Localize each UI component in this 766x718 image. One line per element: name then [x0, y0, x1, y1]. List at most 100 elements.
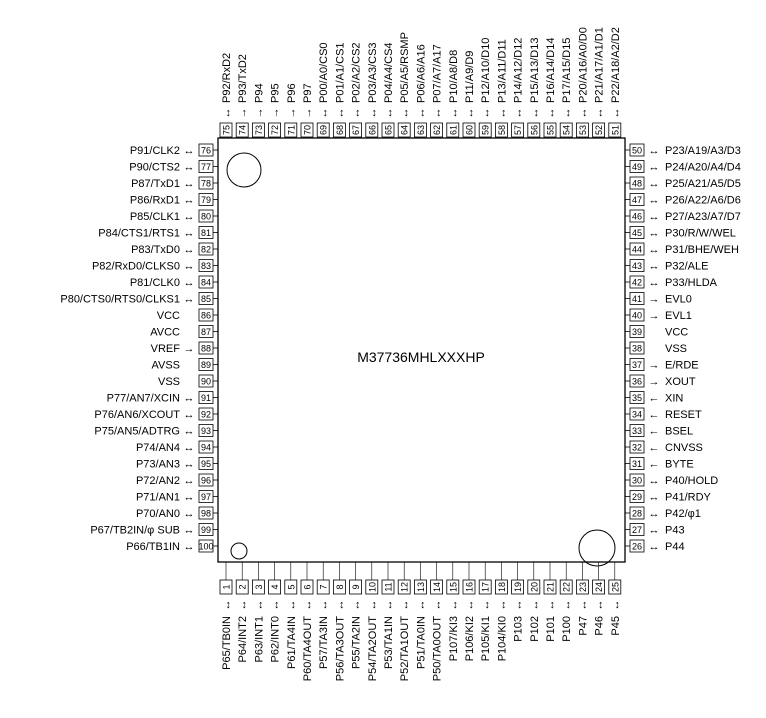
pin1-index-mark-lower-right	[578, 529, 616, 567]
left-pin-99	[198, 523, 218, 536]
pin-number: 83	[201, 261, 211, 271]
pin-number: 59	[481, 125, 491, 135]
top-pin-58	[494, 122, 508, 138]
pin-arrow: ↔	[184, 442, 195, 454]
top-pin-71	[284, 122, 298, 138]
pin-arrow: ↔	[383, 108, 395, 119]
pin-number: 87	[201, 327, 211, 337]
pin-arrow: ↔	[318, 600, 330, 611]
pin-label: P51/TA0IN	[415, 616, 427, 669]
pin-number: 92	[201, 410, 211, 420]
pin-label: P64/INT2	[237, 616, 249, 662]
pin-number: 13	[416, 582, 426, 592]
left-pin-81	[198, 226, 218, 239]
pin-arrow: ↔	[383, 600, 395, 611]
right-pin-47	[625, 193, 645, 206]
pin-arrow: ↔	[334, 108, 346, 119]
pin-box	[251, 122, 265, 138]
top-pin-57	[511, 122, 525, 138]
pin-box	[629, 226, 645, 239]
left-pin-100	[198, 539, 218, 553]
pin-number: 74	[238, 125, 248, 135]
pin-arrow: ↔	[545, 600, 557, 611]
top-pin-68	[332, 122, 346, 138]
top-pin-66	[365, 122, 379, 138]
bottom-pin-14	[430, 562, 444, 595]
pin-label: P71/AN1	[136, 492, 180, 504]
pin-arrow: ↔	[496, 600, 508, 611]
pin-label: P27/A23/A7/D7	[665, 211, 741, 223]
pin-label: P106/KI2	[464, 616, 476, 661]
pin-label: P85/CLK1	[130, 211, 180, 223]
top-pin-60	[462, 122, 476, 138]
pin-label: P91/CLK2	[130, 145, 180, 157]
right-pin-50	[625, 143, 645, 157]
pin-arrow: ↔	[253, 600, 265, 611]
pin-label: CNVSS	[665, 442, 703, 454]
pin-number: 17	[481, 582, 491, 592]
pin-arrow: ↔	[529, 600, 541, 611]
bottom-pin-11	[381, 562, 395, 595]
pin-box	[629, 275, 645, 289]
pin-number: 21	[546, 582, 556, 592]
pin-label: EVL0	[665, 294, 692, 306]
pin-arrow: ↔	[448, 600, 460, 611]
pin-label: P30/R/W/WEL	[665, 228, 736, 240]
pin-arrow: ←	[649, 409, 660, 421]
right-pin-40	[625, 308, 645, 322]
pin-number: 76	[201, 146, 211, 156]
pin-label: P50/TA0OUT	[432, 616, 444, 681]
pin-box	[592, 122, 605, 138]
left-pin-79	[198, 193, 218, 206]
pin-box	[316, 122, 330, 138]
pin-label: P95	[270, 83, 282, 103]
pin-label: P61/TA4IN	[286, 616, 298, 669]
pin1-index-mark-small	[230, 542, 248, 560]
pin-number: 5	[286, 584, 296, 589]
top-pin-61	[446, 122, 460, 138]
pin-arrow: ↔	[649, 475, 660, 487]
bottom-pin-1	[219, 562, 233, 595]
pin-number: 1	[222, 584, 232, 589]
right-pin-32	[625, 440, 645, 454]
pin-arrow: →	[649, 294, 660, 306]
pin-label: P25/A21/A5/D5	[665, 178, 741, 190]
left-pin-96	[198, 473, 218, 487]
pin-arrow: ↔	[649, 162, 660, 174]
pin-label: P83/TxD0	[131, 244, 180, 256]
chip-body	[217, 137, 626, 563]
pin-label: P76/AN6/XCOUT	[94, 409, 180, 421]
pin-arrow: ←	[649, 442, 660, 454]
pin-arrow: ↔	[184, 211, 195, 223]
pin-number: 41	[632, 294, 642, 304]
pin-arrow: ↔	[480, 108, 492, 119]
pin-arrow: ↔	[594, 108, 606, 119]
pin-box	[462, 122, 476, 138]
pin-label: P45	[610, 616, 622, 636]
pin-label: P74/AN4	[136, 442, 180, 454]
pin-number: 7	[319, 584, 329, 589]
pin-label: P21/A17/A1/D1	[594, 27, 606, 103]
left-pin-82	[198, 242, 218, 256]
bottom-pin-19	[511, 562, 525, 595]
pin-label: P67/TB2IN/φ SUB	[90, 525, 180, 537]
pin-box	[413, 122, 427, 138]
pin-arrow: ↔	[561, 600, 573, 611]
pin-number: 53	[578, 125, 588, 135]
right-pin-44	[625, 242, 645, 256]
pin-number: 91	[201, 393, 211, 403]
pin-number: 33	[632, 426, 642, 436]
pin-label: EVL1	[665, 310, 692, 322]
left-pin-84	[198, 275, 218, 289]
pin-label: P102	[529, 616, 541, 642]
pin-number: 65	[384, 125, 394, 135]
pin-number: 11	[384, 582, 394, 591]
right-pin-37	[625, 358, 645, 371]
right-pin-49	[625, 160, 645, 173]
pin-number: 25	[610, 582, 620, 592]
pin-box	[629, 143, 645, 157]
pin-label: P97	[302, 83, 314, 103]
pin-arrow: ↔	[399, 108, 411, 119]
bottom-pin-7	[316, 562, 330, 595]
pin-label: P31/BHE/WEH	[665, 244, 739, 256]
